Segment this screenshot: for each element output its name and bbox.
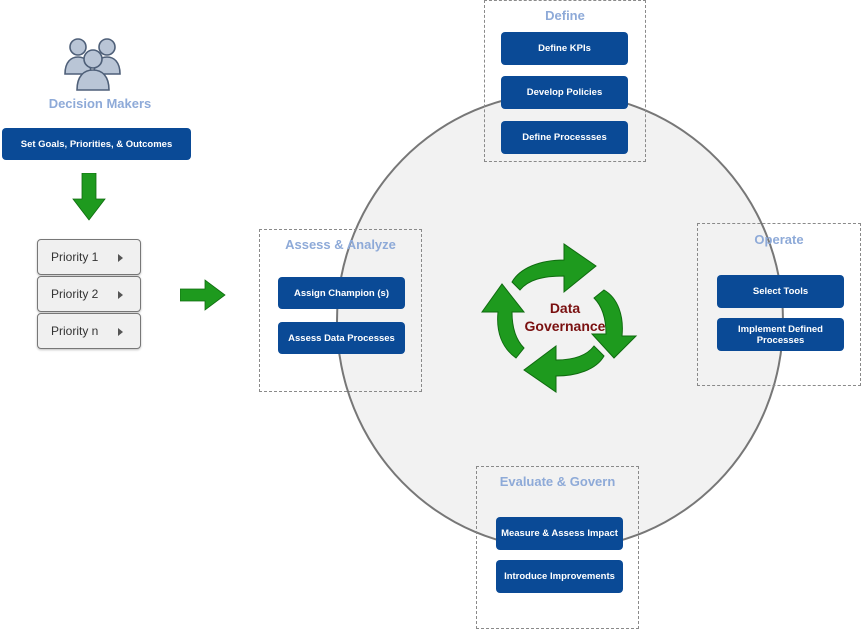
operate-box: Operate Select Tools Implement Defined P…: [697, 223, 861, 386]
assess-data-processes-button[interactable]: Assess Data Processes: [278, 322, 405, 354]
priority-label: Priority 1: [51, 250, 99, 264]
evaluate-govern-box: Evaluate & Govern Measure & Assess Impac…: [476, 466, 639, 629]
define-processes-button[interactable]: Define Processses: [501, 121, 628, 154]
define-kpis-button[interactable]: Define KPIs: [501, 32, 628, 65]
priority-item-n[interactable]: Priority n: [37, 313, 141, 349]
data-governance-label: Data Governance: [505, 299, 625, 335]
define-box: Define Define KPIs Develop Policies Defi…: [484, 0, 646, 162]
center-label-line1: Data: [549, 300, 581, 316]
set-goals-button[interactable]: Set Goals, Priorities, & Outcomes: [2, 128, 191, 160]
chevron-right-icon: [118, 254, 123, 262]
evaluate-govern-title: Evaluate & Govern: [499, 474, 616, 489]
cycle-arrows-icon: [481, 243, 638, 393]
priority-item-1[interactable]: Priority 1: [37, 239, 141, 275]
priority-label: Priority n: [51, 324, 99, 338]
measure-impact-button[interactable]: Measure & Assess Impact: [496, 517, 623, 550]
select-tools-button[interactable]: Select Tools: [717, 275, 844, 308]
introduce-improvements-button[interactable]: Introduce Improvements: [496, 560, 623, 593]
center-label-line2: Governance: [524, 318, 606, 334]
define-title: Define: [545, 8, 585, 23]
decision-makers-label: Decision Makers: [48, 96, 152, 111]
assess-analyze-title: Assess & Analyze: [285, 237, 396, 252]
assign-champion-button[interactable]: Assign Champion (s): [278, 277, 405, 309]
develop-policies-button[interactable]: Develop Policies: [501, 76, 628, 109]
people-group-icon: [64, 38, 121, 91]
down-arrow-icon: [72, 173, 106, 221]
implement-processes-button[interactable]: Implement Defined Processes: [717, 318, 844, 351]
right-arrow-icon: [180, 279, 226, 311]
operate-title: Operate: [754, 232, 804, 247]
assess-analyze-box: Assess & Analyze Assign Champion (s) Ass…: [259, 229, 422, 392]
chevron-right-icon: [118, 328, 123, 336]
priority-label: Priority 2: [51, 287, 99, 301]
governance-circle: [336, 92, 784, 550]
chevron-right-icon: [118, 291, 123, 299]
priority-item-2[interactable]: Priority 2: [37, 276, 141, 312]
